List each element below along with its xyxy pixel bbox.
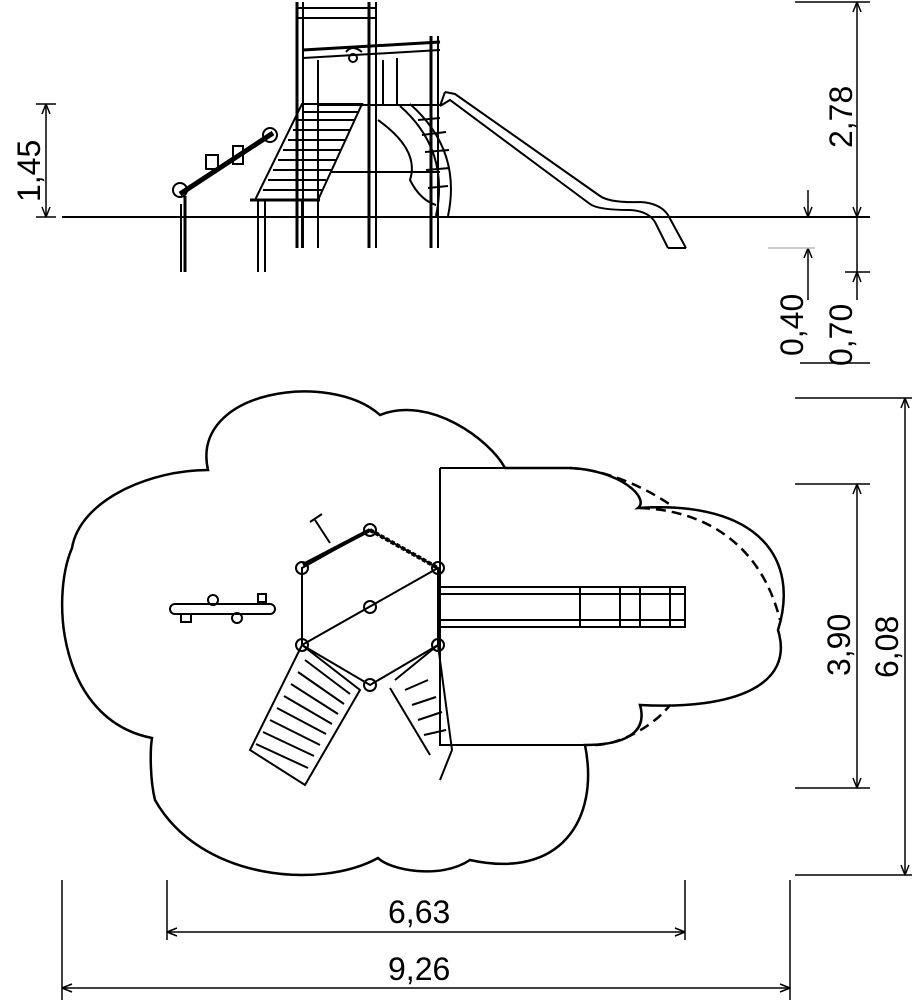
elevation-view (62, 2, 870, 272)
climber-plan (389, 643, 454, 781)
label-9-26: 9,26 (388, 951, 450, 987)
label-2-78: 2,78 (823, 86, 859, 148)
safety-zone-outline (60, 390, 785, 877)
seesaw-elevation (172, 127, 278, 272)
slide-plan (439, 586, 686, 628)
label-0-70: 0,70 (823, 304, 859, 366)
label-0-40: 0,40 (774, 294, 810, 356)
platform-hexagons (295, 513, 445, 692)
label-3-90: 3,90 (821, 614, 857, 676)
plan-view (60, 390, 785, 877)
tower-elevation (295, 2, 441, 248)
slide-elevation (439, 91, 687, 249)
ramp-plan (248, 643, 362, 787)
climber-elevation (377, 103, 452, 217)
seesaw-plan (169, 593, 276, 624)
plan-dimensions (61, 397, 912, 1000)
label-1-45: 1,45 (11, 140, 47, 202)
label-6-63: 6,63 (388, 894, 450, 930)
elevation-dimensions (36, 1, 870, 364)
label-6-08: 6,08 (869, 616, 905, 678)
